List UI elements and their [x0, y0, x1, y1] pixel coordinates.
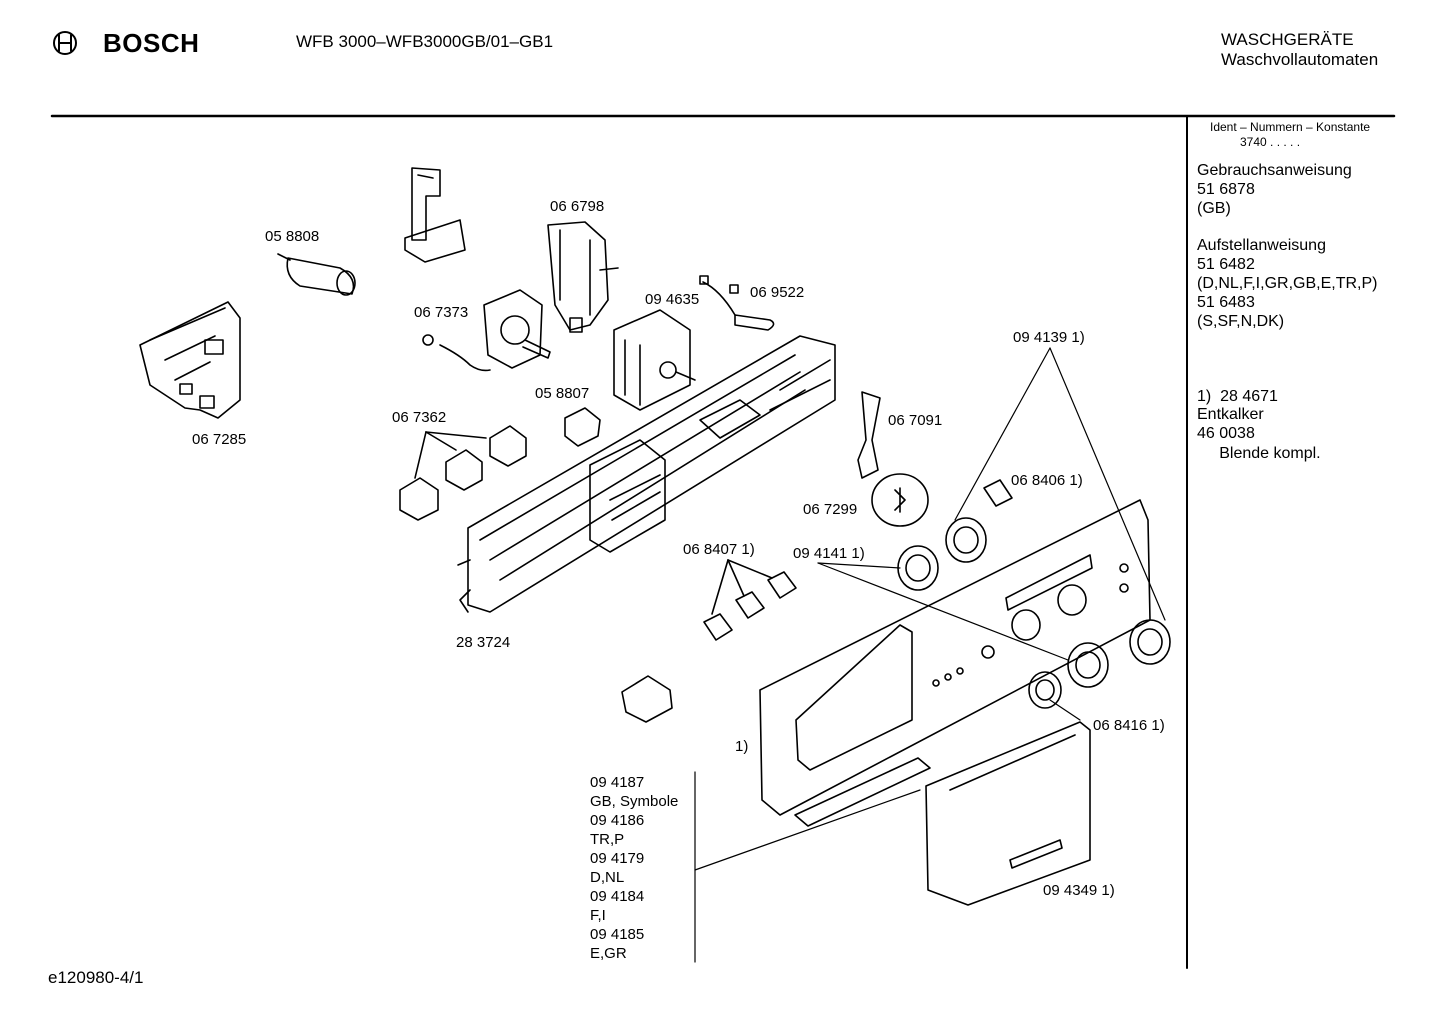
brand-name: BOSCH — [103, 28, 200, 58]
callout-067285: 06 7285 — [192, 431, 247, 448]
callout-066798: 06 6798 — [550, 198, 605, 215]
symbol-list-item: TR,P — [590, 831, 625, 848]
drawer-handle-094349 — [925, 721, 1091, 906]
sidebar-line: Gebrauchsanweisung — [1197, 162, 1352, 179]
switches-067362 — [399, 425, 527, 521]
ident-value: 3740 . . . . . — [1240, 135, 1301, 149]
sidebar-line: 51 6483 — [1197, 294, 1255, 311]
switch-top — [404, 167, 466, 263]
lever-067091 — [857, 391, 881, 479]
sidebar-line: Blende kompl. — [1197, 445, 1321, 462]
symbol-strip — [794, 757, 931, 827]
bosch-logo-icon — [53, 31, 77, 55]
sidebar-line: 51 6878 — [1197, 181, 1255, 198]
sidebar-line: (GB) — [1197, 200, 1231, 217]
thermostat-067373 — [422, 289, 551, 372]
disc-067299 — [871, 473, 929, 527]
callout-068407: 06 8407 1) — [683, 541, 755, 558]
sidebar-group-manual: Gebrauchsanweisung 51 6878 (GB) — [1197, 161, 1352, 218]
knob-094141-right — [1067, 642, 1109, 688]
callout-069522: 06 9522 — [750, 284, 805, 301]
ident-label: Ident – Nummern – Konstante — [1210, 120, 1371, 134]
timer-094635 — [613, 309, 696, 411]
callout-058808: 05 8808 — [265, 228, 320, 245]
callout-283724: 28 3724 — [456, 634, 511, 651]
category-line-2: Waschvollautomaten — [1221, 50, 1379, 69]
callout-067373: 06 7373 — [414, 304, 469, 321]
callout-067362: 06 7362 — [392, 409, 447, 426]
callout-067299: 06 7299 — [803, 501, 858, 518]
sidebar-line: (S,SF,N,DK) — [1197, 313, 1285, 330]
callout-068406: 06 8406 1) — [1011, 472, 1083, 489]
lamp-068406 — [983, 479, 1013, 507]
capacitor-058808 — [277, 253, 356, 296]
model-number: WFB 3000–WFB3000GB/01–GB1 — [296, 32, 554, 51]
control-housing-283724 — [457, 335, 836, 613]
buttons-068407 — [703, 559, 797, 641]
symbol-list-item: 09 4184 — [590, 888, 645, 905]
bracket-067285 — [139, 301, 241, 419]
symbol-list-item: 09 4179 — [590, 850, 645, 867]
leader-lines — [694, 347, 1166, 963]
callout-094141: 09 4141 1) — [793, 545, 865, 562]
sidebar-line: 1) 28 4671 — [1197, 388, 1278, 405]
knob-094139 — [945, 517, 987, 563]
callout-094635: 09 4635 — [645, 291, 700, 308]
callout-068416: 06 8416 1) — [1093, 717, 1165, 734]
sidebar-line: Aufstellanweisung — [1197, 237, 1326, 254]
drawing-id: e120980-4/1 — [48, 968, 144, 987]
symbol-list: 09 4187 GB, Symbole 09 4186 TR,P 09 4179… — [590, 773, 678, 963]
sidebar-line: 46 0038 — [1197, 425, 1255, 442]
sidebar-group-descaler: Entkalker 46 0038 — [1197, 405, 1264, 443]
sidebar-line: (D,NL,F,I,GR,GB,E,TR,P) — [1197, 275, 1378, 292]
symbol-list-item: D,NL — [590, 869, 625, 886]
sidebar-group-panel: 1) 28 4671 Blende kompl. — [1197, 349, 1321, 482]
knob-068416 — [1028, 671, 1062, 709]
front-panel — [759, 499, 1151, 816]
connector-part — [621, 675, 673, 723]
category-line-1: WASCHGERÄTE — [1221, 30, 1354, 49]
sidebar-line: Entkalker — [1197, 406, 1264, 423]
symbol-list-item: E,GR — [590, 945, 627, 962]
symbol-list-item: GB, Symbole — [590, 793, 679, 810]
sidebar-line: 51 6482 — [1197, 256, 1255, 273]
callout-094139: 09 4139 1) — [1013, 329, 1085, 346]
category-title: WASCHGERÄTE Waschvollautomaten — [1221, 30, 1378, 70]
symbol-list-item: 09 4186 — [590, 812, 645, 829]
callout-067091: 06 7091 — [888, 412, 943, 429]
callout-panel-note: 1) — [735, 738, 749, 755]
knob-094141 — [897, 545, 939, 591]
sensor-069522 — [699, 275, 775, 331]
callout-094349: 09 4349 1) — [1043, 882, 1115, 899]
callout-058807: 05 8807 — [535, 385, 590, 402]
sidebar-group-installation: Aufstellanweisung 51 6482 (D,NL,F,I,GR,G… — [1197, 236, 1377, 331]
symbol-list-item: F,I — [590, 907, 606, 924]
programmer-066798 — [547, 221, 619, 333]
symbol-list-item: 09 4185 — [590, 926, 645, 943]
symbol-list-item: 09 4187 — [590, 774, 645, 791]
part-058807 — [564, 407, 601, 447]
